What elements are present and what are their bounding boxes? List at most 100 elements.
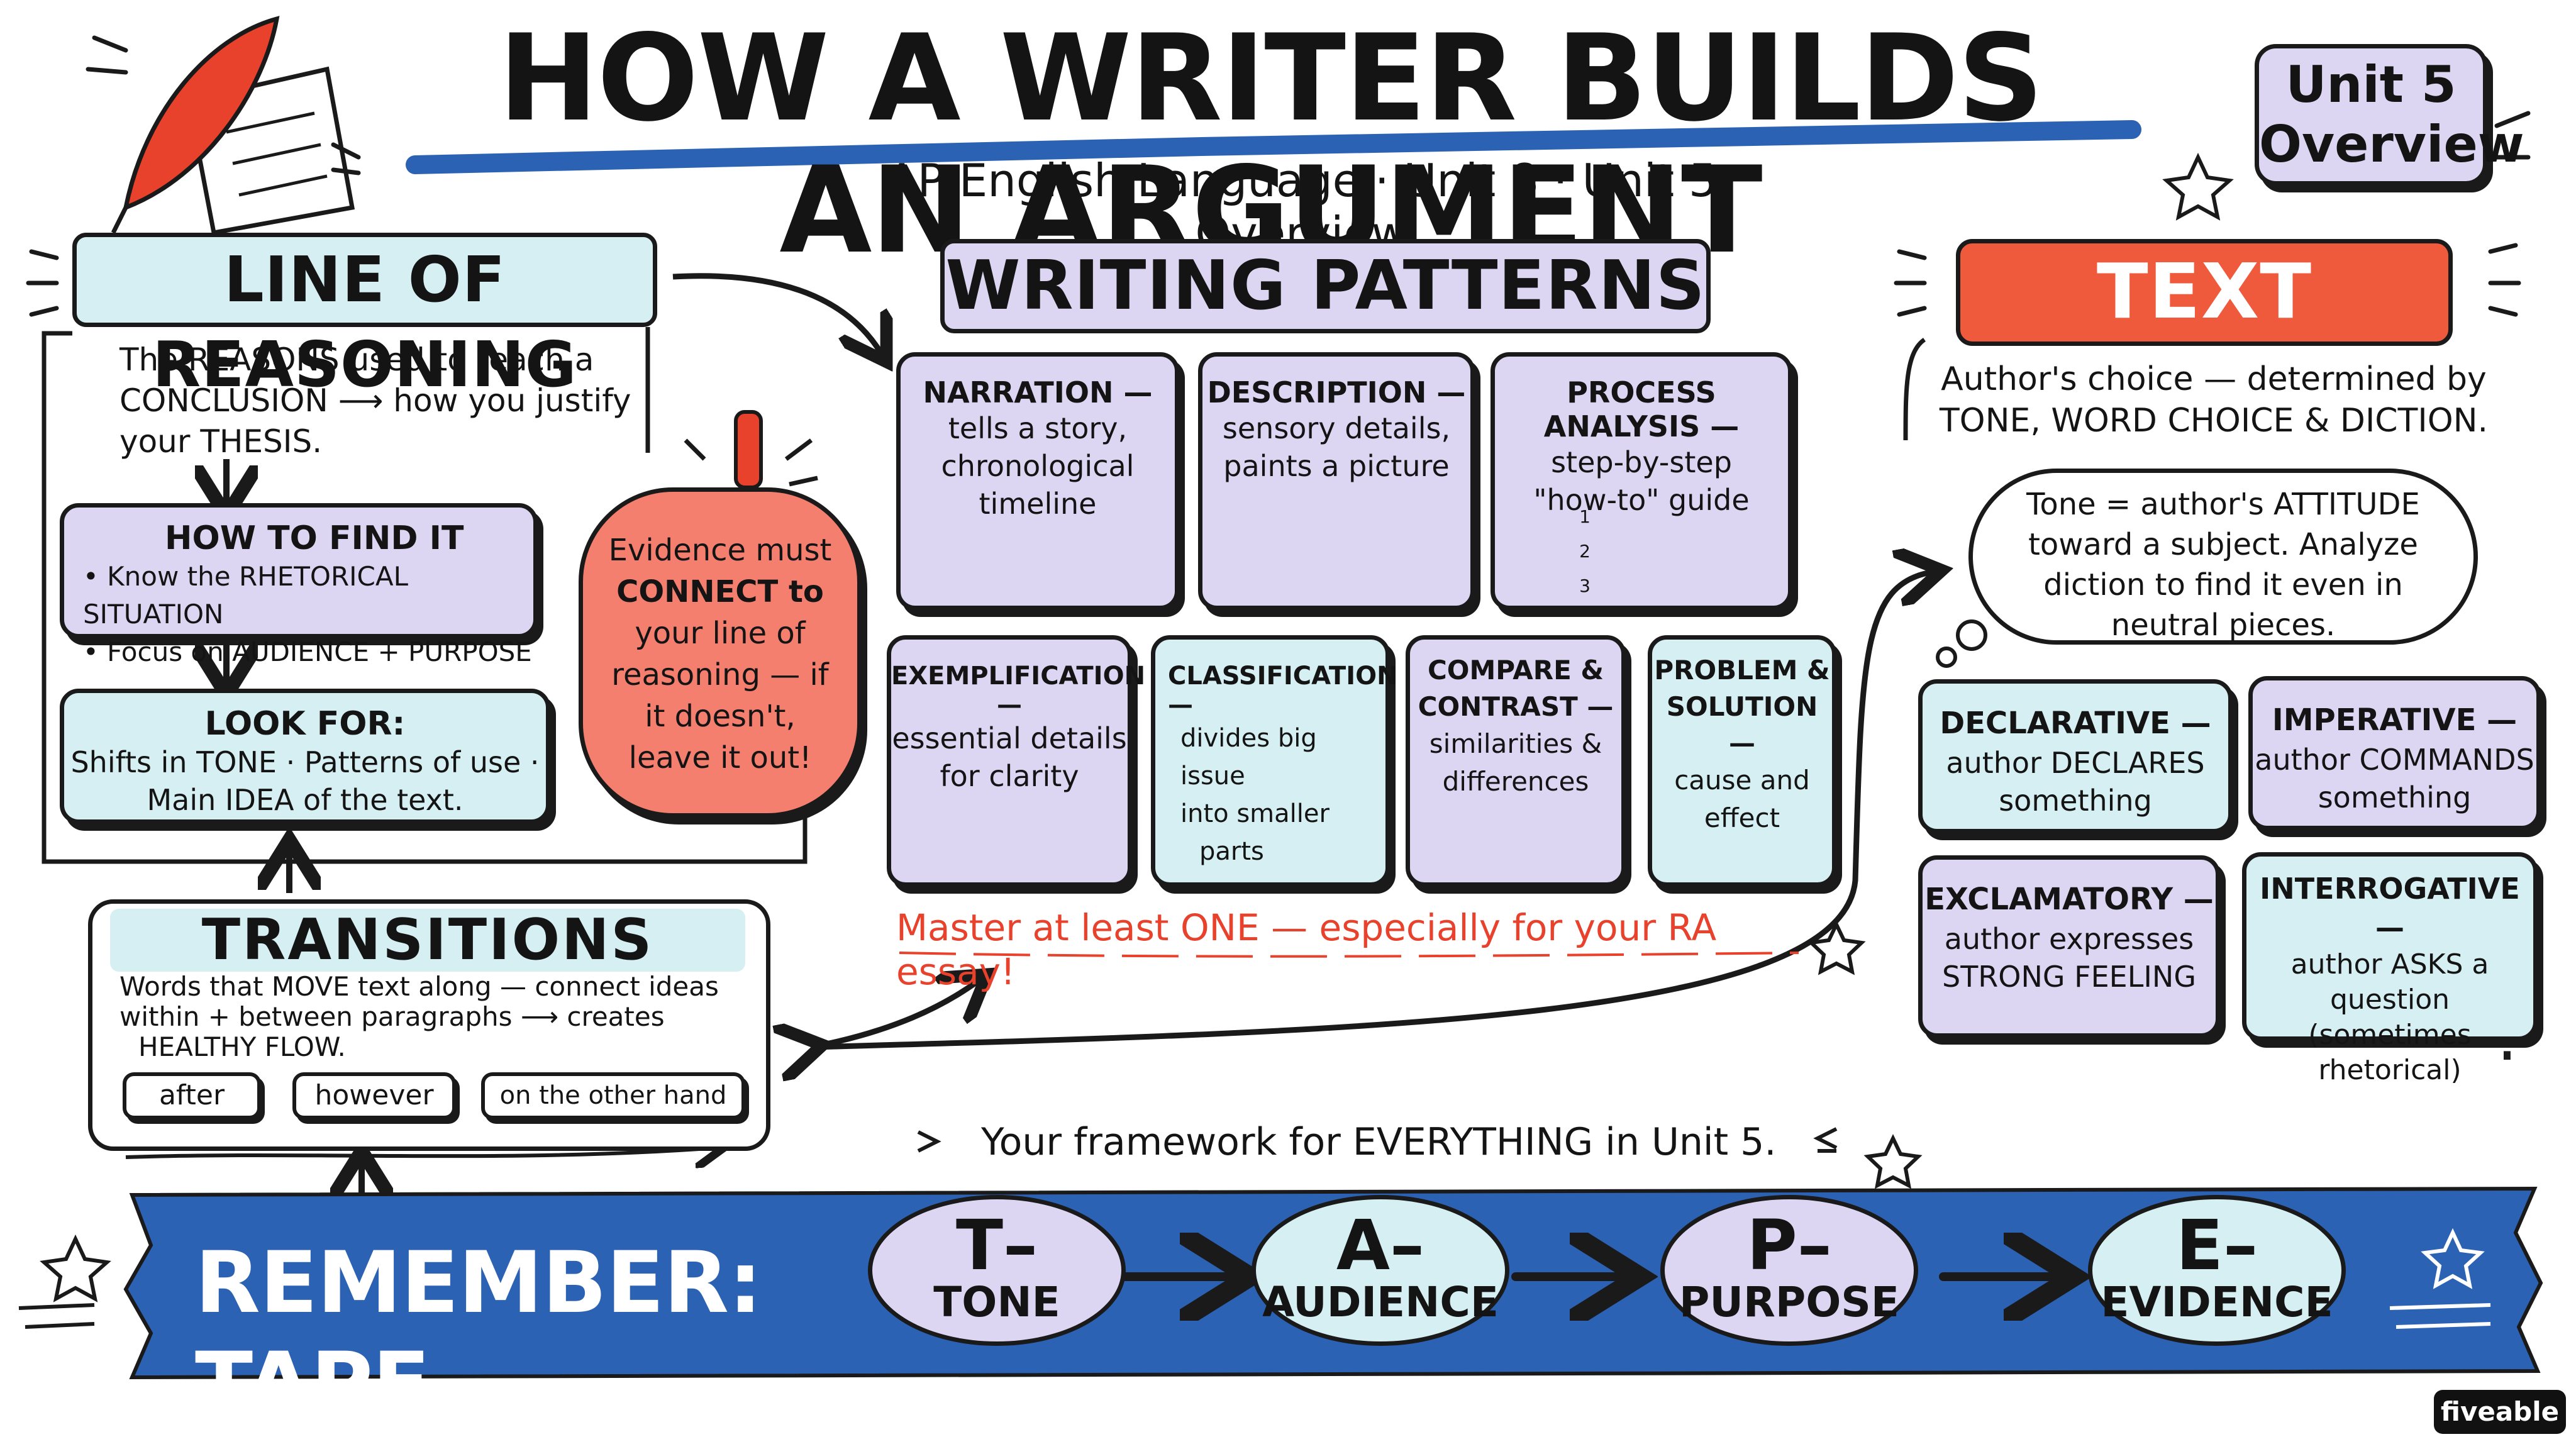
- lor-description: The REASONS used to reach a CONCLUSION ⟶…: [119, 340, 641, 462]
- how-to-find-item: • Know the RHETORICAL SITUATION: [83, 561, 409, 630]
- pattern-line: tells a story,: [948, 411, 1128, 445]
- pattern-line: parts: [1199, 837, 1264, 866]
- pattern-head: EXEMPLIFICATION —: [891, 662, 1146, 719]
- pattern-line: differences: [1442, 766, 1589, 797]
- tape-item-tone: T– TONE: [868, 1195, 1126, 1346]
- cloud-line: neutral pieces.: [2111, 608, 2336, 643]
- text-style-desc-line: TONE, WORD CHOICE & DICTION.: [1939, 402, 2489, 440]
- tape-item-evidence: E– EVIDENCE: [2088, 1195, 2346, 1346]
- framework-caption: Your framework for EVERYTHING in Unit 5.: [981, 1120, 1777, 1164]
- pattern-line: cause and: [1674, 765, 1810, 796]
- style-head: EXCLAMATORY —: [1924, 882, 2214, 917]
- pattern-classification-card: CLASSIFICATION — divides big issue into …: [1151, 635, 1398, 887]
- evidence-line: Evidence must: [608, 533, 832, 568]
- fiveable-logo: fiveable: [2434, 1390, 2566, 1434]
- style-head: DECLARATIVE —: [1940, 706, 2211, 741]
- step-number: 1: [1579, 506, 1591, 527]
- tape-letter: T–: [955, 1205, 1038, 1285]
- writing-patterns-footer: Master at least ONE — especially for you…: [896, 906, 1717, 993]
- pattern-line: effect: [1704, 802, 1780, 833]
- look-for-line: Main IDEA of the text.: [147, 783, 464, 817]
- star-icon: [2162, 152, 2234, 221]
- title-underline: [406, 120, 2141, 174]
- transition-tag-other-hand: on the other hand: [481, 1072, 745, 1119]
- pattern-line: chronological: [941, 449, 1135, 483]
- style-line: author DECLARES: [1946, 746, 2205, 780]
- tape-word: EVIDENCE: [2101, 1278, 2333, 1326]
- unit-badge: Unit 5 Overview: [2255, 44, 2524, 186]
- tape-word: PURPOSE: [1679, 1278, 1899, 1326]
- lor-desc-line1: The REASONS used to reach a: [119, 341, 594, 378]
- text-style-description: Author's choice — determined by TONE, WO…: [1924, 358, 2503, 441]
- tape-letter: P–: [1746, 1205, 1832, 1285]
- evidence-line: leave it out!: [628, 740, 812, 775]
- style-line: something: [2318, 780, 2472, 814]
- pattern-line: similarities &: [1429, 728, 1602, 759]
- pattern-head: PROBLEM &: [1654, 655, 1830, 686]
- cloud-line: toward a subject. Analyze: [2028, 527, 2418, 562]
- style-line: STRONG FEELING: [1942, 960, 2196, 994]
- tape-letter: E–: [2175, 1205, 2258, 1285]
- tape-word: TONE: [933, 1278, 1060, 1326]
- writing-patterns-title: WRITING PATTERNS: [940, 239, 1711, 333]
- star-icon: [2421, 1228, 2485, 1289]
- pattern-line: for clarity: [940, 759, 1079, 793]
- how-to-find-item: • Focus on AUDIENCE + PURPOSE: [83, 636, 532, 667]
- style-interrogative-card: INTERROGATIVE — author ASKS a question (…: [2242, 852, 2538, 1086]
- style-head: INTERROGATIVE —: [2260, 872, 2520, 945]
- style-declarative-card: DECLARATIVE — author DECLARES something: [1918, 679, 2233, 833]
- transition-tag-however: however: [292, 1072, 456, 1119]
- how-to-find-title: HOW TO FIND IT: [165, 519, 464, 557]
- look-for-card: LOOK FOR: Shifts in TONE · Patterns of u…: [60, 689, 550, 824]
- evidence-line: CONNECT to: [616, 574, 824, 609]
- step-number: 2: [1579, 541, 1591, 562]
- style-line: author COMMANDS: [2255, 743, 2534, 777]
- how-to-find-it-card: HOW TO FIND IT • Know the RHETORICAL SIT…: [60, 503, 538, 667]
- style-line: rhetorical): [2318, 1054, 2462, 1086]
- style-line: question (sometimes: [2308, 984, 2472, 1051]
- pattern-head: COMPARE &: [1427, 655, 1604, 686]
- pattern-line: timeline: [979, 487, 1097, 521]
- tape-letter: A–: [1336, 1205, 1425, 1285]
- pattern-head: PROCESS ANALYSIS —: [1543, 375, 1740, 443]
- pattern-problem-card: PROBLEM & SOLUTION — cause and effect: [1648, 635, 1836, 887]
- pattern-line: divides big issue: [1180, 724, 1317, 791]
- pattern-compare-card: COMPARE & CONTRAST — similarities & diff…: [1406, 635, 1626, 887]
- tape-item-purpose: P– PURPOSE: [1660, 1195, 1918, 1346]
- pattern-line: paints a picture: [1223, 449, 1450, 483]
- pattern-line: step-by-step: [1551, 445, 1732, 479]
- star-icon: [1863, 1134, 1923, 1189]
- arrow-to-writing-patterns: [672, 273, 880, 352]
- pattern-line: "how-to" guide: [1533, 483, 1750, 517]
- style-line: something: [1999, 784, 2152, 818]
- evidence-line: reasoning — if: [611, 657, 829, 692]
- pattern-head: SOLUTION —: [1666, 691, 1818, 758]
- style-line: author expresses: [1944, 922, 2194, 956]
- pattern-head: CONTRAST —: [1418, 691, 1614, 722]
- pattern-narration-card: NARRATION — tells a story, chronological…: [896, 352, 1179, 610]
- tape-item-audience: A– AUDIENCE: [1252, 1195, 1509, 1346]
- pattern-line: into smaller: [1180, 799, 1330, 828]
- transitions-desc-line: within + between paragraphs ⟶ creates: [119, 1001, 665, 1032]
- step-number: 3: [1579, 575, 1591, 596]
- line-of-reasoning-title: LINE OF REASONING: [72, 233, 657, 401]
- pattern-description-card: DESCRIPTION — sensory details, paints a …: [1198, 352, 1475, 610]
- transitions-desc-line: Words that MOVE text along — connect ide…: [119, 971, 719, 1002]
- star-icon: [40, 1234, 111, 1302]
- evidence-bubble: Evidence must CONNECT to your line of re…: [579, 487, 862, 818]
- text-style-desc-line: Author's choice — determined by: [1941, 360, 2487, 398]
- pattern-line: essential details: [892, 721, 1127, 755]
- transitions-desc-line: HEALTHY FLOW.: [138, 1031, 346, 1062]
- evidence-line: it doesn't,: [645, 699, 796, 734]
- tone-thought-cloud: Tone = author's ATTITUDE toward a subjec…: [1968, 469, 2478, 645]
- style-line: author ASKS a: [2290, 948, 2489, 980]
- star-icon: [1807, 920, 1866, 975]
- pattern-head: DESCRIPTION —: [1207, 375, 1466, 409]
- lor-desc-line3: your THESIS.: [119, 423, 323, 460]
- lor-desc-line2: CONCLUSION ⟶ how you justify: [119, 382, 631, 419]
- style-head: IMPERATIVE —: [2272, 702, 2518, 738]
- tape-word: AUDIENCE: [1262, 1278, 1499, 1326]
- transitions-description: Words that MOVE text along — connect ide…: [119, 972, 761, 1062]
- quill-icon: [111, 16, 355, 236]
- pattern-line: sensory details,: [1222, 411, 1451, 445]
